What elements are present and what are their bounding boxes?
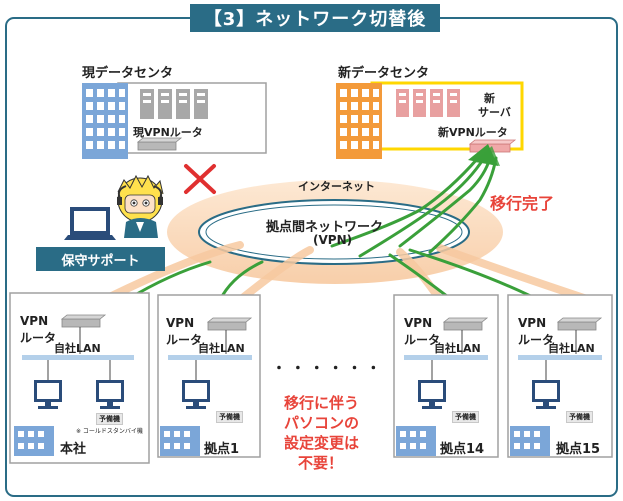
site-hq-lan-label: 自社LAN xyxy=(54,342,101,355)
support-label: 保守サポート xyxy=(36,247,165,271)
vpn-network-ring xyxy=(198,199,470,265)
cold-standby-note: ※ コールドスタンバイ機 xyxy=(76,428,143,435)
site-hq-spare-badge: 予備機 xyxy=(96,413,123,425)
omitted-sites-ellipsis: ・ ・ ・ ・ ・ ・ xyxy=(272,361,381,377)
site1-spare-badge: 予備機 xyxy=(216,411,243,423)
current-vpn-router-icon xyxy=(136,137,183,151)
current-server-rack-icon xyxy=(140,89,208,119)
site1-name: 拠点1 xyxy=(204,442,240,457)
site14-lan-label: 自社LAN xyxy=(434,342,481,355)
pc-note-line3: 設定変更は xyxy=(284,434,360,452)
site-hq-router-line1: VPN xyxy=(20,314,49,328)
vpn-network-name-line2: (VPN) xyxy=(313,233,353,247)
site15-spare-badge: 予備機 xyxy=(566,411,593,423)
lan-bars xyxy=(22,355,602,360)
new-server-label-line2: サーバ xyxy=(478,106,511,119)
site15-lan-label: 自社LAN xyxy=(548,342,595,355)
pc-note-line1: 移行に伴う xyxy=(284,394,360,412)
new-dc-label: 新データセンタ xyxy=(338,66,430,81)
site15-router-line2: ルータ xyxy=(518,333,555,347)
vpn-network-name-line1: 拠点間ネットワーク xyxy=(266,220,384,235)
site-hq-name: 本社 xyxy=(60,442,87,457)
site14-spare-badge: 予備機 xyxy=(452,411,479,423)
page-title: 【3】ネットワーク切替後 xyxy=(190,4,440,32)
new-server-label-line1: 新 xyxy=(484,92,495,105)
internet-label: インターネット xyxy=(298,180,375,193)
pc-icons xyxy=(34,380,560,409)
site-router-icons xyxy=(60,314,603,331)
site14-router-line2: ルータ xyxy=(404,333,441,347)
pc-note-line4: 不要！ xyxy=(298,454,344,472)
site-hq-router-line2: ルータ xyxy=(20,331,57,345)
current-dc-label: 現データセンタ xyxy=(82,66,174,81)
site15-router-line1: VPN xyxy=(518,316,547,330)
site14-router-line1: VPN xyxy=(404,316,433,330)
site15-name: 拠点15 xyxy=(556,442,601,457)
new-vpn-router-label: 新VPNルータ xyxy=(438,126,508,139)
site1-lan-label: 自社LAN xyxy=(198,342,245,355)
current-vpn-router-label: 現VPNルータ xyxy=(133,126,203,139)
site1-router-line2: ルータ xyxy=(166,333,203,347)
support-laptop-icon xyxy=(64,207,116,240)
disconnected-cross-icon xyxy=(184,164,216,194)
support-person-icon xyxy=(117,174,164,238)
new-dc-building-icon xyxy=(336,83,382,159)
migration-complete-label: 移行完了 xyxy=(490,194,555,213)
current-dc-building-icon xyxy=(82,83,128,159)
site14-name: 拠点14 xyxy=(440,442,485,457)
pc-note-line2: パソコンの xyxy=(284,414,360,432)
site1-router-line1: VPN xyxy=(166,316,195,330)
